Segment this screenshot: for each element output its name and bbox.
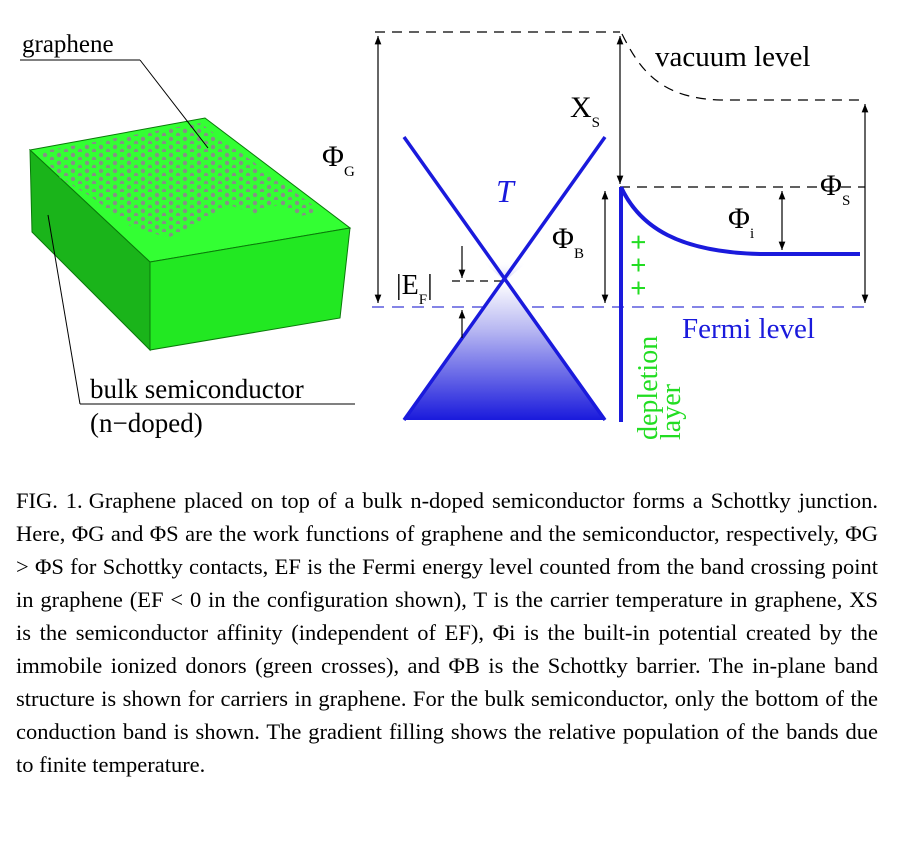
lower-cone-filled (404, 281, 605, 420)
graphene-pointer (139, 59, 209, 149)
bulk-pointer (47, 214, 81, 405)
ef-label: |EF| (396, 270, 433, 308)
semiconductor-slab (28, 117, 352, 352)
fermi-level-label: Fermi level (682, 313, 815, 345)
graphene-lattice (38, 123, 322, 238)
figure: graphene bulk semiconductor (n−doped) ΦG… (20, 31, 869, 440)
figure-caption: FIG. 1.Graphene placed on top of a bulk … (16, 484, 878, 781)
temperature-label: T (496, 173, 516, 209)
chi-s-label: XS (570, 91, 600, 131)
upper-cone-population (478, 258, 532, 281)
conduction-band-bending (619, 186, 860, 256)
caption-text: Graphene placed on top of a bulk n-doped… (16, 488, 878, 777)
phi-g-label: ΦG (322, 140, 355, 180)
bulk-label: bulk semiconductor (90, 374, 304, 404)
phi-b-label: ΦB (552, 222, 584, 262)
slab-side-face (29, 148, 151, 352)
schottky-figure-svg: graphene bulk semiconductor (n−doped) ΦG… (20, 31, 869, 440)
caption-fig-label: FIG. 1. (16, 488, 83, 513)
phi-s-label: ΦS (820, 169, 850, 209)
vacuum-level-label: vacuum level (655, 41, 810, 73)
phi-i-label: Φi (728, 202, 754, 242)
dirac-cone-line-right (402, 135, 607, 422)
graphene-label: graphene (22, 31, 114, 58)
layer-label: layer (656, 383, 687, 440)
depletion-label: depletion (633, 336, 664, 440)
donors-label: + + + (624, 234, 655, 296)
ndoped-label: (n−doped) (90, 408, 203, 438)
